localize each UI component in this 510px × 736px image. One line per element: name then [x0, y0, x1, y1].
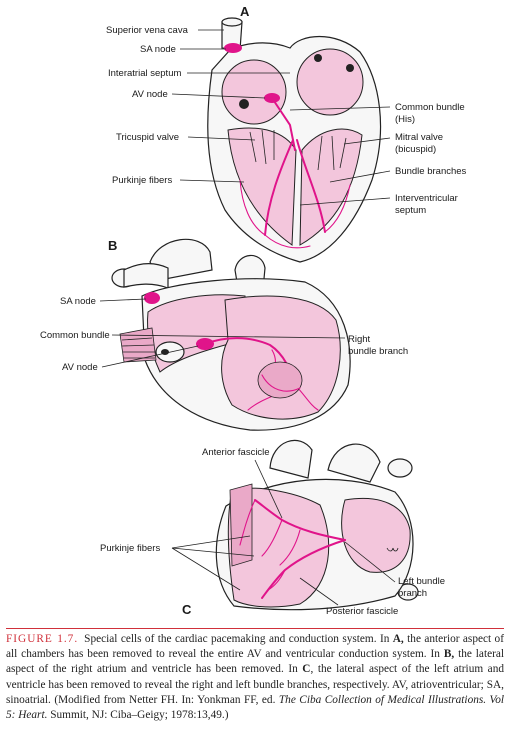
- panel-a-letter: A: [240, 4, 250, 19]
- panel-c-labels: Anterior fascicle Purkinje fibers Left b…: [100, 447, 445, 617]
- right-ventricle-shape: [227, 127, 297, 246]
- label-purkinje-fibers-a: Purkinje fibers: [112, 175, 172, 186]
- tricuspid-valve-b: [257, 361, 303, 399]
- label-right-bundle-b: Right: [348, 334, 371, 345]
- label-left-bundle: Left bundle: [398, 576, 445, 587]
- pulmonary-vein-opening: [314, 54, 322, 62]
- panel-a-labels: Superior vena cava SA node Interatrial s…: [106, 25, 467, 216]
- panel-b-heart: B: [108, 238, 351, 431]
- sa-node-b: [144, 292, 160, 304]
- left-ventricle-shape: [299, 128, 363, 246]
- label-tricuspid-valve: Tricuspid valve: [116, 132, 179, 143]
- label-bundle-branches: Bundle branches: [395, 166, 467, 177]
- label-sa-node-b: SA node: [60, 296, 96, 307]
- label-common-bundle-a-his: (His): [395, 114, 415, 125]
- conduction-system-figure: A Superior vena cava SA node Interatrial…: [40, 4, 467, 617]
- caption-text-1: Special cells of the cardiac pacemaking …: [84, 633, 393, 645]
- purkinje-fibers-a: [239, 179, 351, 249]
- label-posterior-fascicle: Posterior fascicle: [326, 606, 398, 617]
- right-auricle-b: [119, 327, 157, 363]
- caption-bold-b: B,: [443, 648, 455, 661]
- left-bundle-a: [296, 139, 326, 233]
- right-atrium-shape: [221, 59, 287, 125]
- purkinje-fibers-c: [239, 499, 301, 591]
- caption-rule: [6, 628, 504, 629]
- label-anterior-fascicle: Anterior fascicle: [202, 447, 270, 458]
- label-av-node-a: AV node: [132, 89, 168, 100]
- right-bundle-a: [264, 139, 294, 236]
- caption-text-4: , the lateral aspect of the left atrium …: [6, 663, 504, 706]
- panel-b-labels: SA node Common bundle Right bundle branc…: [40, 296, 408, 373]
- caption-italic-source: The Ciba Collection of Medical Illustrat…: [6, 693, 504, 722]
- right-ventricle-cavity-b: [221, 295, 341, 420]
- panel-c-heart: C: [182, 439, 419, 617]
- aorta-c: [269, 439, 313, 479]
- figure-label: FIGURE 1.7.: [6, 633, 79, 645]
- caption-text-2: the anterior aspect of all chambers has …: [6, 633, 504, 661]
- left-auricle-c: [229, 483, 253, 567]
- label-left-bundle-branch: branch: [398, 588, 427, 599]
- coronary-sinus-opening: [239, 99, 249, 109]
- mitral-valve-chordae: [317, 135, 347, 171]
- caption-bold-a: A,: [392, 633, 404, 645]
- left-atrium-shape: [296, 48, 364, 116]
- panel-c-letter: C: [182, 602, 192, 617]
- pectinate-muscles-b: [121, 337, 155, 359]
- label-mitral-valve: Mitral valve: [395, 132, 443, 143]
- label-superior-vena-cava: Superior vena cava: [106, 25, 189, 36]
- vena-cava-opening: [221, 17, 243, 27]
- label-interatrial-septum: Interatrial septum: [108, 68, 181, 79]
- label-interventricular: Interventricular: [395, 193, 458, 204]
- caption-text-5: Summit, NJ: Ciba–Geigy; 1978:13,49.): [47, 709, 229, 722]
- caption-text-3: the lateral aspect of the right atrium a…: [6, 648, 505, 676]
- label-interventricular-septum: septum: [395, 205, 426, 216]
- label-common-bundle-a: Common bundle: [395, 102, 465, 113]
- caption-bold-c: C: [302, 663, 311, 676]
- sa-node-a: [224, 43, 242, 53]
- left-ventricle-cavity-c: [227, 487, 330, 608]
- left-atrium-c: [341, 497, 411, 573]
- label-sa-node-a: SA node: [140, 44, 176, 55]
- label-common-bundle-b: Common bundle: [40, 330, 110, 341]
- vessel-opening-c: [387, 458, 413, 478]
- mitral-leaflets-c: [386, 547, 399, 552]
- figure-caption: FIGURE 1.7. Special cells of the cardiac …: [6, 632, 504, 723]
- panel-b-letter: B: [108, 238, 117, 253]
- label-av-node-b: AV node: [62, 362, 98, 373]
- panel-a-heart: A: [207, 4, 382, 263]
- label-right-bundle-branch-b: bundle branch: [348, 346, 408, 357]
- label-purkinje-fibers-c: Purkinje fibers: [100, 543, 160, 554]
- tricuspid-valve-chordae: [249, 129, 275, 165]
- vessel-b: [123, 263, 169, 289]
- pulmonary-trunk-c: [327, 443, 381, 483]
- label-mitral-valve-bicuspid: (bicuspid): [395, 144, 436, 155]
- pulmonary-vein-opening: [346, 64, 354, 72]
